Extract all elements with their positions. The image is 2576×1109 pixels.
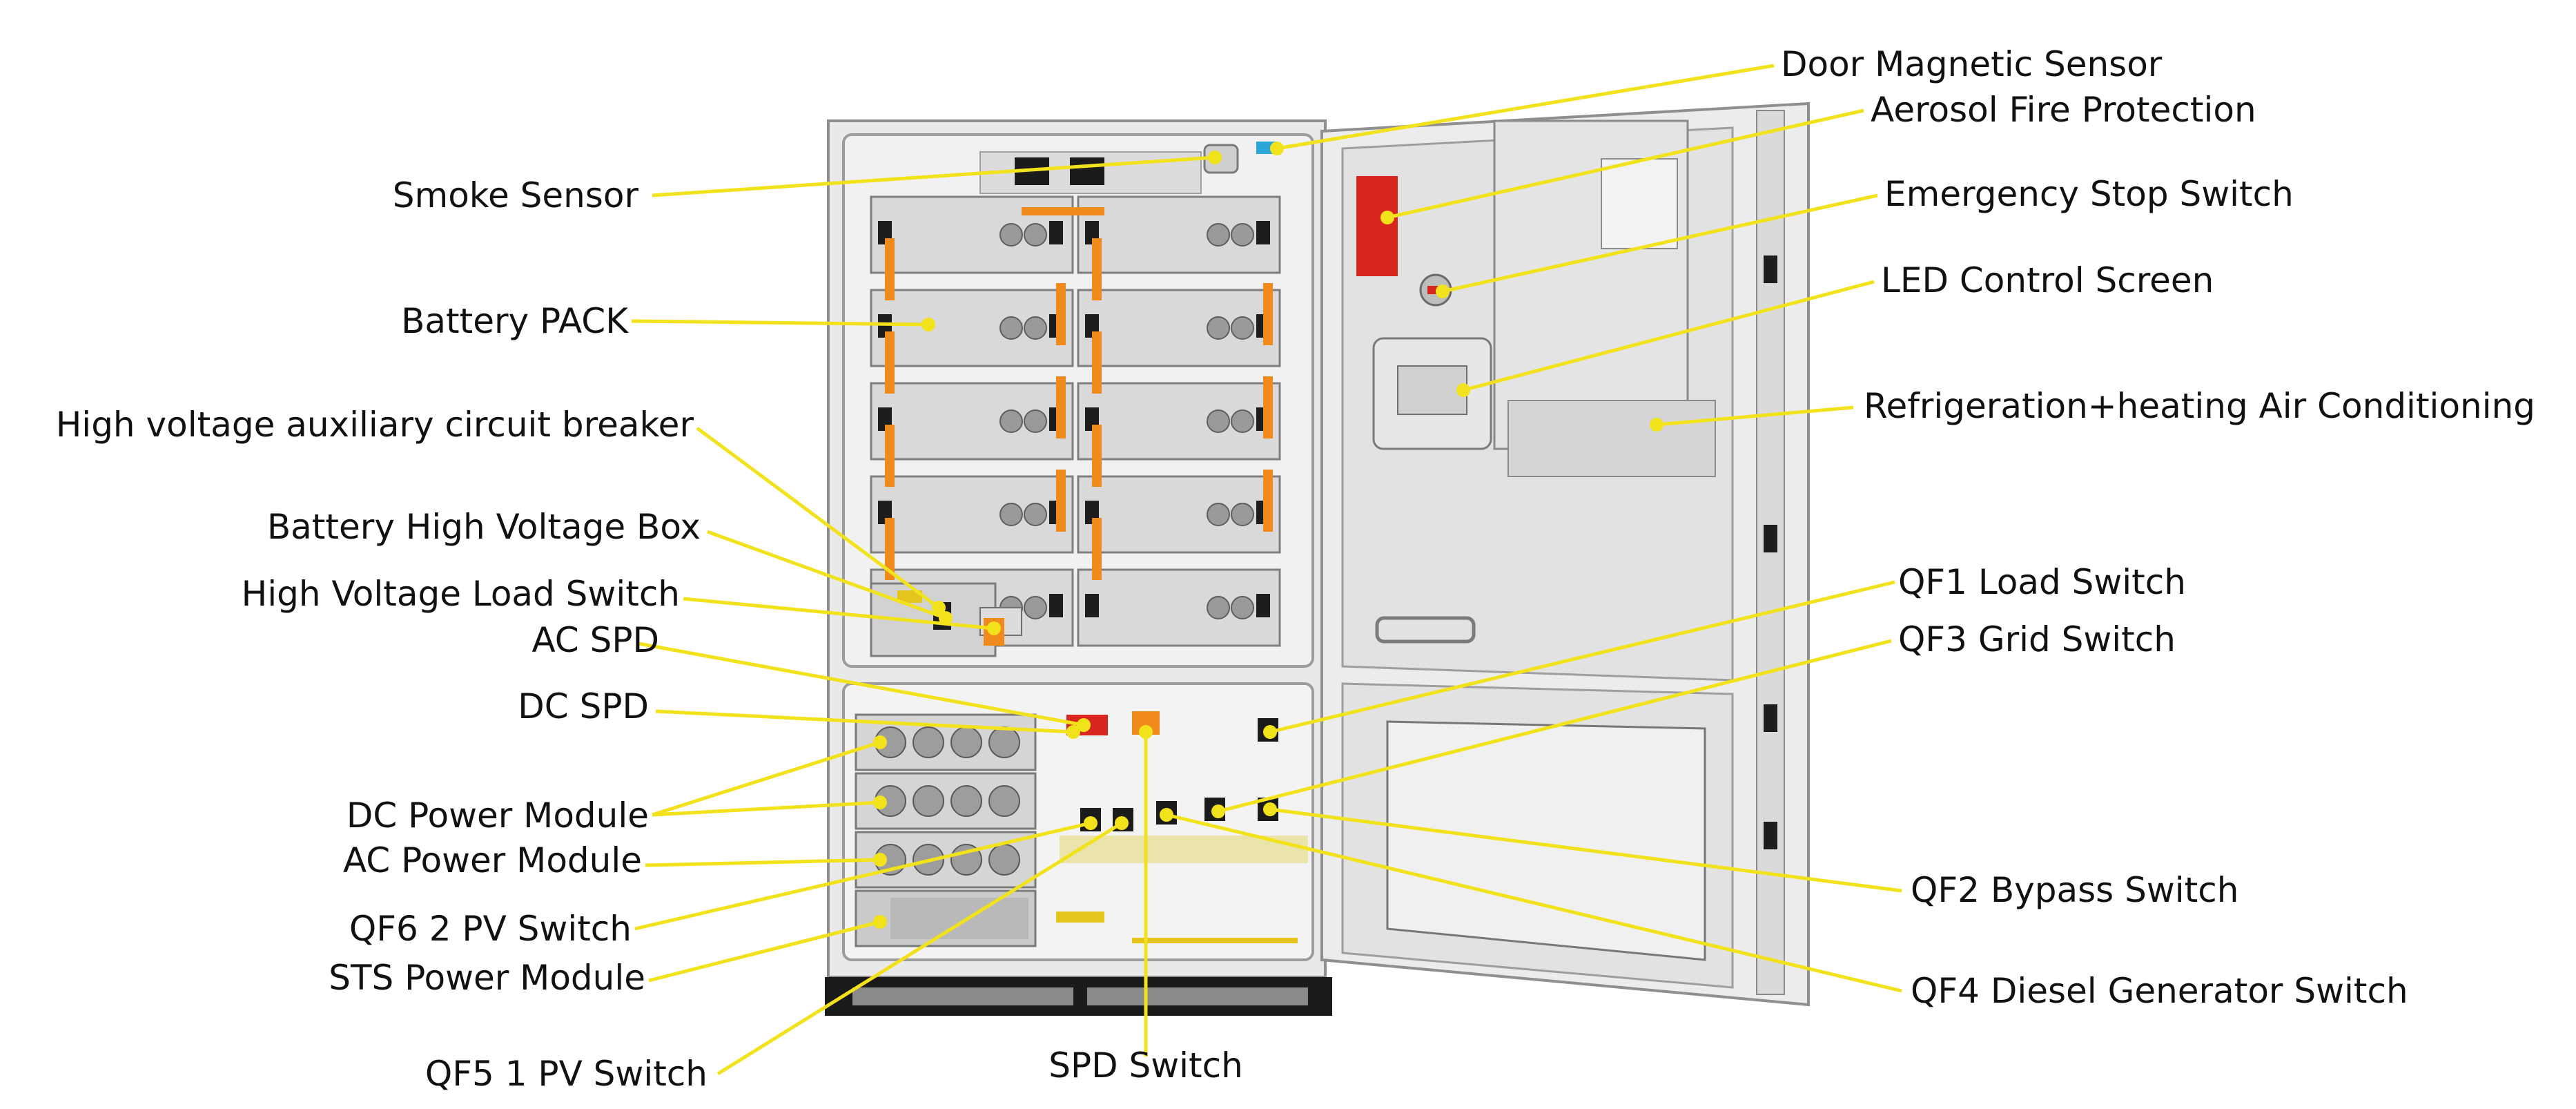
label-qf3-grid-switch: QF3 Grid Switch: [1898, 619, 2176, 659]
label-qf4-diesel-switch: QF4 Diesel Generator Switch: [1911, 971, 2408, 1011]
label-battery-hv-box: Battery High Voltage Box: [267, 507, 701, 547]
label-emergency-stop-switch: Emergency Stop Switch: [1884, 174, 2294, 214]
label-qf6-pv-switch: QF6 2 PV Switch: [349, 909, 632, 949]
label-hv-aux-breaker: High voltage auxiliary circuit breaker: [56, 405, 694, 445]
label-sts-power-module: STS Power Module: [329, 958, 645, 998]
door-handle: [1375, 616, 1476, 644]
label-qf2-bypass-switch: QF2 Bypass Switch: [1911, 870, 2238, 910]
leader-lines: [631, 64, 1902, 1076]
label-smoke-sensor: Smoke Sensor: [393, 175, 639, 215]
label-battery-pack: Battery PACK: [401, 301, 629, 341]
label-air-conditioning: Refrigeration+heating Air Conditioning: [1864, 386, 2535, 426]
leader-arrowheads: [873, 142, 1663, 929]
label-qf1-load-switch: QF1 Load Switch: [1898, 562, 2186, 602]
label-ac-spd: AC SPD: [531, 620, 659, 660]
label-qf5-pv-switch: QF5 1 PV Switch: [425, 1054, 708, 1094]
label-door-magnetic-sensor: Door Magnetic Sensor: [1781, 44, 2163, 84]
aerosol-device: [1356, 176, 1398, 276]
label-spd-switch: SPD Switch: [1048, 1045, 1243, 1086]
label-led-control-screen: LED Control Screen: [1881, 260, 2214, 300]
label-aerosol-fire-protection: Aerosol Fire Protection: [1871, 90, 2256, 130]
label-hv-load-switch: High Voltage Load Switch: [242, 574, 680, 614]
label-dc-spd: DC SPD: [518, 686, 649, 726]
label-dc-power-module: DC Power Module: [347, 795, 649, 836]
label-ac-power-module: AC Power Module: [343, 840, 642, 880]
